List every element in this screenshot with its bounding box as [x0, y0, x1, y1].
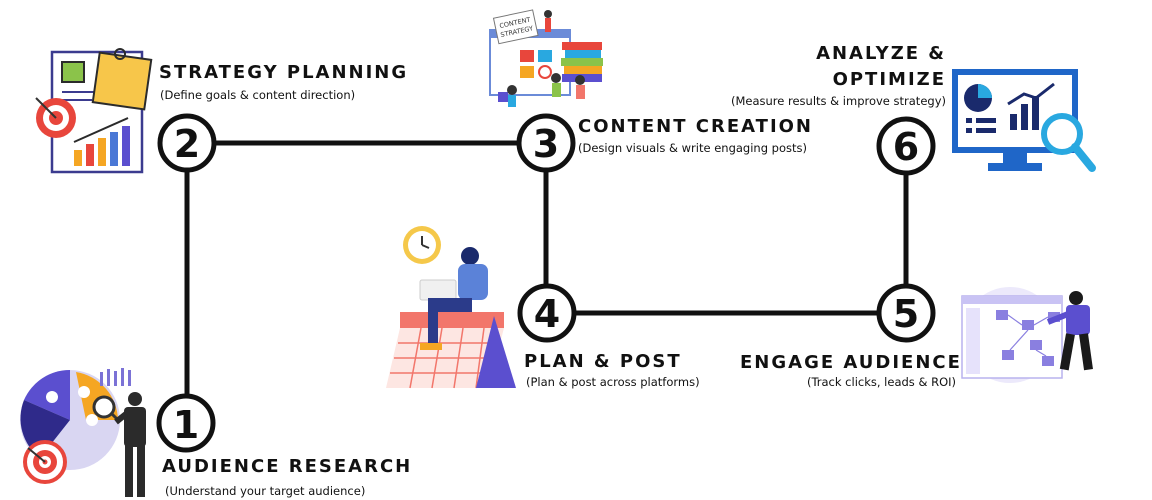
step-circle-6: 6 — [876, 116, 936, 176]
step-1-title: AUDIENCE RESEARCH — [162, 456, 413, 477]
step-number-1: 1 — [173, 403, 199, 447]
step-number-6: 6 — [893, 125, 919, 169]
step-5-subtitle: (Track clicks, leads & ROI) — [806, 375, 956, 389]
woman-figure — [419, 247, 488, 350]
blue-ramp — [476, 316, 516, 388]
businessman-figure — [114, 392, 146, 497]
calendar-icon — [386, 312, 504, 389]
step-6-title-line1: ANALYZE & — [816, 43, 946, 64]
step-4-title: PLAN & POST — [524, 351, 682, 372]
step-6-subtitle: (Measure results & improve strategy) — [730, 94, 946, 108]
step-circle-5: 5 — [876, 283, 936, 343]
clock-icon — [403, 226, 441, 264]
audience-research-illustration — [20, 368, 146, 497]
step-circle-1: 1 — [156, 393, 216, 453]
businessman-figure — [1046, 291, 1093, 371]
connector-lines — [184, 140, 909, 395]
step-number-2: 2 — [174, 122, 200, 166]
step-4-subtitle: (Plan & post across platforms) — [526, 375, 700, 389]
step-number-5: 5 — [893, 292, 919, 336]
target-icon — [35, 97, 76, 138]
step-2-title: STRATEGY PLANNING — [159, 62, 409, 83]
analyze-optimize-illustration — [952, 69, 1096, 172]
step-2-subtitle: (Define goals & content direction) — [160, 88, 356, 102]
step-circle-3: 3 — [516, 113, 576, 173]
step-number-3: 3 — [533, 122, 559, 166]
step-6-title-line2: OPTIMIZE — [832, 69, 946, 90]
strategy-planning-illustration — [35, 48, 153, 174]
engage-audience-illustration — [961, 287, 1093, 383]
step-3-title: CONTENT CREATION — [578, 116, 814, 137]
target-icon — [23, 440, 67, 484]
step-1-subtitle: (Understand your target audience) — [165, 484, 366, 498]
step-3-subtitle: (Design visuals & write engaging posts) — [578, 141, 807, 155]
content-creation-illustration: CONTENT STRATEGY — [489, 9, 603, 107]
plan-post-illustration — [386, 226, 516, 389]
step-circle-4: 4 — [517, 283, 577, 343]
step-number-4: 4 — [534, 292, 560, 336]
step-5-title: ENGAGE AUDIENCE — [740, 352, 962, 373]
magnifier-icon — [1041, 113, 1096, 172]
step-circle-2: 2 — [157, 113, 217, 173]
